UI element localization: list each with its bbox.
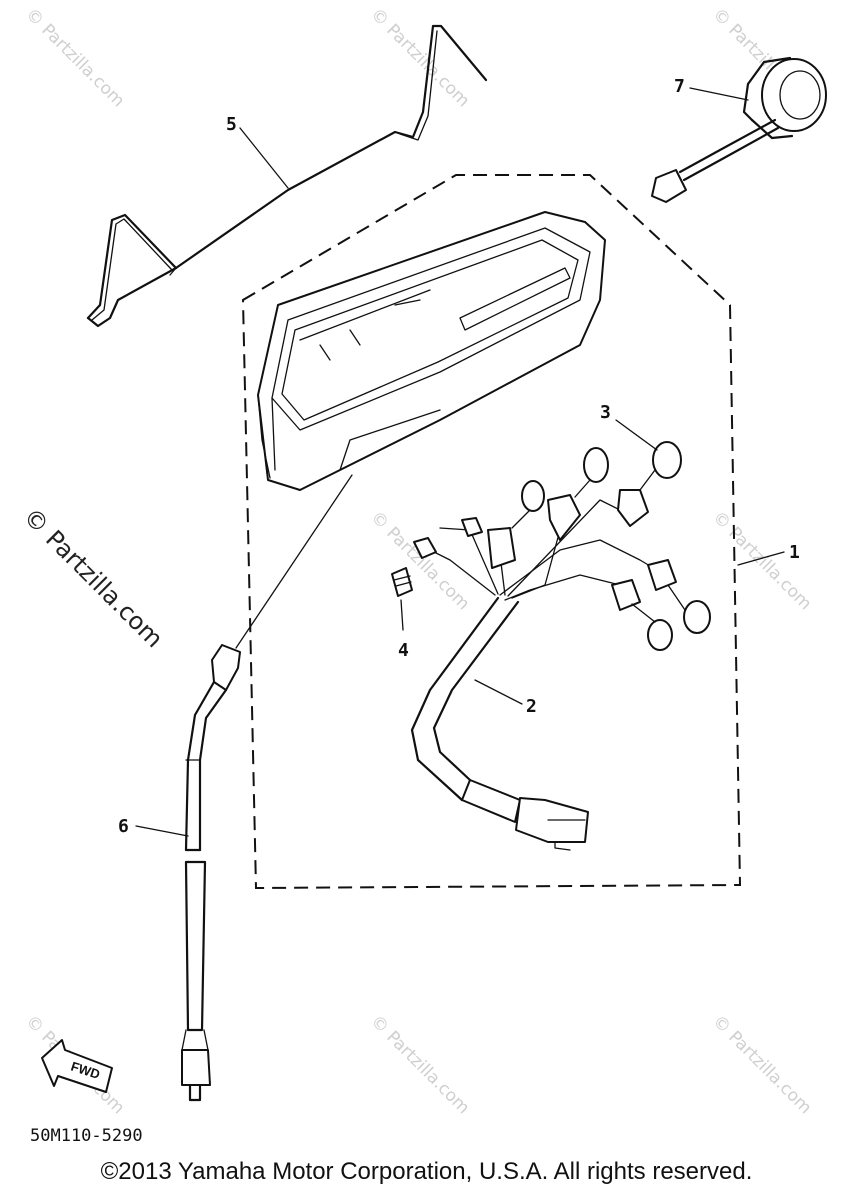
part-7-socket	[651, 56, 827, 203]
callout-5: 5	[226, 114, 237, 135]
callout-leaders	[135, 87, 785, 837]
callout-2: 2	[526, 696, 537, 717]
callout-7: 7	[674, 76, 685, 97]
part-4-terminal	[391, 517, 483, 597]
watermark-layer: © Partzilla.com © Partzilla.com © Partzi…	[18, 4, 816, 1118]
cable-leader-line	[235, 474, 353, 649]
part-2-harness	[410, 441, 711, 851]
watermark: © Partzilla.com	[366, 1011, 473, 1118]
watermark: © Partzilla.com	[708, 1011, 815, 1118]
assembly-boundary	[241, 174, 742, 890]
fwd-arrow-icon: FWD	[41, 1039, 113, 1093]
callout-6: 6	[118, 816, 129, 837]
watermark: © Partzilla.com	[21, 4, 128, 111]
diagram-code: 50M110-5290	[30, 1126, 143, 1146]
watermark: © Partzilla.com	[366, 4, 473, 111]
callout-1: 1	[789, 542, 800, 563]
part-5-stay	[86, 24, 488, 328]
watermark-large: © Partzilla.com	[18, 502, 169, 653]
callout-4: 4	[398, 640, 409, 661]
part-6-cable	[181, 644, 241, 1102]
copyright-notice: ©2013 Yamaha Motor Corporation, U.S.A. A…	[100, 1158, 753, 1185]
meter-housing	[257, 211, 606, 491]
watermark: © Partzilla.com	[366, 507, 473, 614]
callout-3: 3	[600, 402, 611, 423]
